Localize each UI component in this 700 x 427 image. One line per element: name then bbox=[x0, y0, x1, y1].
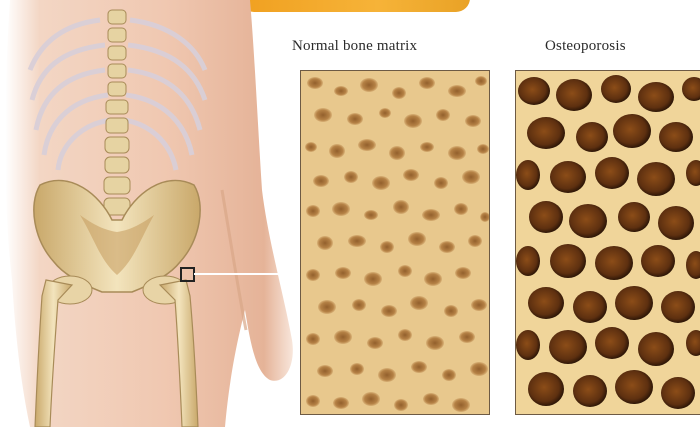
skeleton-torso-illustration bbox=[0, 0, 300, 427]
osteoporosis-bone-panel bbox=[515, 70, 700, 415]
osteoporosis-bone-texture bbox=[516, 71, 700, 415]
normal-bone-texture bbox=[301, 71, 490, 415]
normal-bone-panel bbox=[300, 70, 490, 415]
panel-label-osteoporosis: Osteoporosis bbox=[545, 38, 626, 55]
panel-label-normal: Normal bone matrix bbox=[292, 38, 417, 55]
